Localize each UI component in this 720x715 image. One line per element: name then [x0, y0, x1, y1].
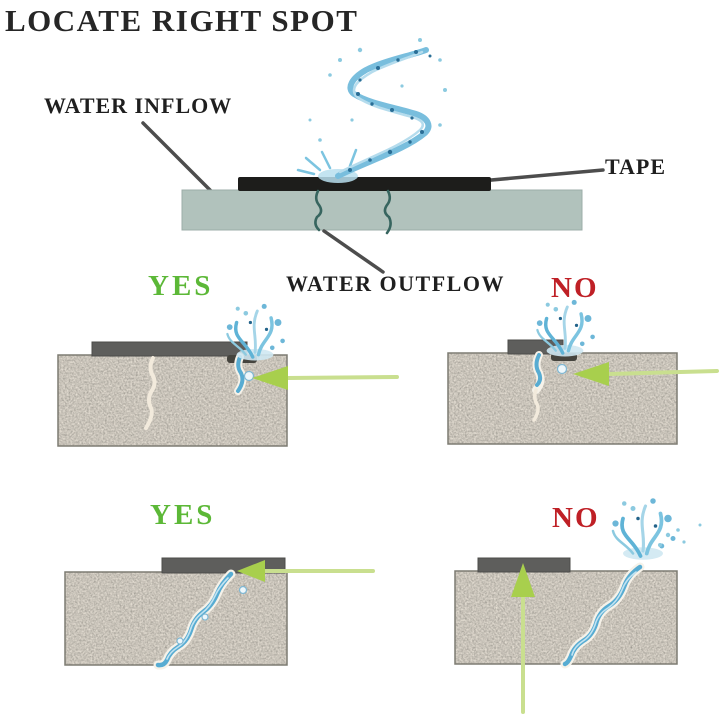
water-splash-icon: [296, 38, 447, 183]
left-arrow-icon: [252, 366, 288, 390]
left-arrow-icon: [573, 362, 609, 386]
panel-no-bottom: [454, 496, 702, 714]
water-outflow-label: WATER OUTFLOW: [286, 271, 505, 296]
water-inflow-label: WATER INFLOW: [44, 93, 233, 118]
tape-label: TAPE: [605, 154, 667, 179]
water-in-crack: [534, 353, 543, 387]
verdict-yes-bottom: YES: [150, 499, 216, 531]
panel-yes-middle: [57, 302, 399, 447]
page-title: LOCATE RIGHT SPOT: [5, 3, 359, 38]
crack: [314, 189, 323, 232]
verdict-no-bottom: NO: [552, 502, 600, 534]
water-outflow-leader-line: [322, 229, 385, 274]
water-droplet: [556, 363, 568, 375]
verdict-no-middle: NO: [551, 272, 599, 304]
tape-strip: [238, 177, 491, 191]
water-droplet: [243, 370, 255, 382]
crack: [532, 388, 540, 422]
verdict-yes-middle: YES: [148, 270, 214, 302]
crack: [383, 189, 392, 235]
panel-no-middle: [447, 298, 719, 445]
up-arrow-icon: [511, 563, 535, 597]
spray-droplets: [658, 523, 702, 547]
surface-slab: [181, 189, 583, 231]
left-arrow-icon: [237, 560, 265, 582]
water-splash-icon: [610, 496, 678, 562]
top-cross-section: [141, 38, 605, 274]
crack: [144, 356, 157, 430]
concrete-block: [58, 355, 287, 446]
left-arrow-tail: [286, 375, 399, 380]
water-highlight: [166, 577, 229, 660]
panel-yes-bottom: [64, 557, 375, 670]
water-droplet: [176, 637, 184, 645]
water-highlight: [571, 571, 637, 656]
water-in-crack: [236, 355, 245, 393]
tape-strip: [91, 341, 248, 357]
water-droplet: [238, 585, 248, 595]
water-inflow-leader-line: [141, 121, 215, 195]
water-droplet: [201, 613, 209, 621]
left-arrow-tail: [607, 369, 719, 376]
concrete-block: [455, 571, 677, 664]
